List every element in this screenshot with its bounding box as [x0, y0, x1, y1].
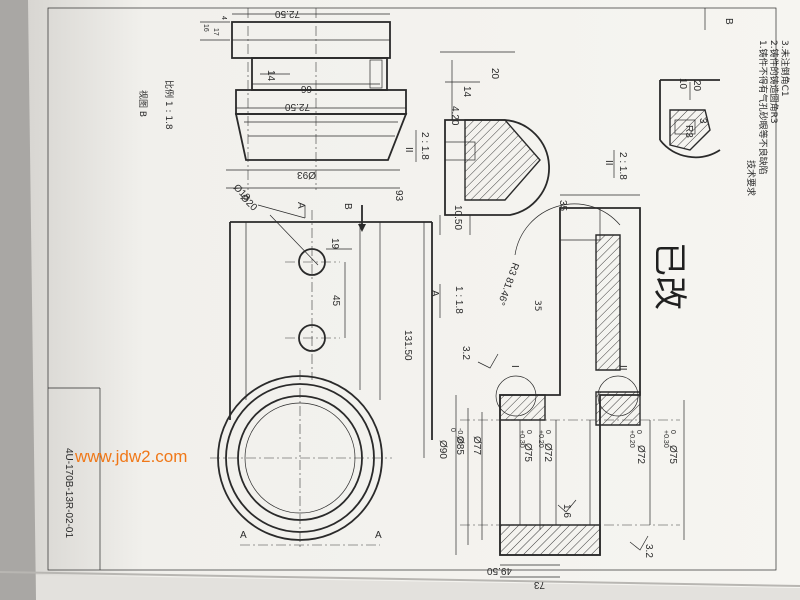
- svg-text:Ø75: Ø75: [522, 443, 533, 462]
- svg-text:I: I: [509, 365, 520, 368]
- svg-text:Ø72: Ø72: [542, 443, 553, 462]
- section-mid-scale: 2 : 1.8: [617, 152, 628, 180]
- svg-text:0: 0: [669, 430, 676, 434]
- svg-text:3: 3: [697, 118, 708, 124]
- svg-text:0: 0: [544, 430, 551, 434]
- svg-text:10: 10: [677, 78, 688, 90]
- section-a-label: A: [429, 290, 440, 297]
- svg-text:20: 20: [489, 68, 500, 80]
- svg-text:93: 93: [393, 190, 404, 202]
- svg-text:49.50: 49.50: [487, 565, 512, 576]
- svg-text:72.50: 72.50: [275, 8, 300, 19]
- paper-sheet: [28, 0, 800, 600]
- tech-requirements: 技术要求 1.铸件不得有气孔砂眼等不良缺陷 2.铸件的铸造圆角R3 3.未注倒角…: [745, 40, 791, 196]
- svg-text:R3: R3: [683, 125, 694, 138]
- svg-text:Ø72: Ø72: [635, 445, 646, 464]
- svg-text:4.20: 4.20: [449, 106, 460, 126]
- svg-text:20: 20: [691, 80, 702, 92]
- detail-ii-top: 20 14 4.20 10.50: [439, 51, 550, 235]
- svg-text:-0.03: -0.03: [456, 428, 463, 444]
- tech-item-3: 3.未注倒角C1: [779, 40, 791, 97]
- svg-text:Ø93: Ø93: [297, 169, 316, 180]
- drawing-number: 4U-170B-13R-02-01: [63, 448, 74, 538]
- svg-text:Ø90: Ø90: [437, 440, 448, 459]
- svg-text:3.2: 3.2: [643, 544, 654, 558]
- svg-text:II: II: [617, 365, 628, 371]
- tech-heading: 技术要求: [745, 160, 757, 196]
- svg-text:14: 14: [265, 70, 276, 82]
- view-b-scale: 比例 1 : 1.8: [163, 80, 175, 130]
- svg-text:72.50: 72.50: [285, 101, 310, 112]
- tech-item-1: 1.铸件不得有气孔砂眼等不良缺陷: [757, 40, 769, 175]
- svg-text:+0.20: +0.20: [537, 430, 544, 448]
- corner-label: B: [723, 18, 734, 25]
- svg-text:17: 17: [212, 28, 219, 36]
- svg-text:45: 45: [330, 295, 341, 307]
- svg-text:0: 0: [449, 428, 456, 432]
- svg-text:Ø85: Ø85: [454, 436, 465, 455]
- svg-text:0: 0: [635, 430, 642, 434]
- svg-text:14: 14: [461, 86, 472, 98]
- svg-text:+0.30: +0.30: [662, 430, 669, 448]
- section-top-label: II: [403, 147, 414, 153]
- detail-ii-right: 10 20 3 R3 II 2 : 1.8: [603, 78, 721, 180]
- section-top-scale: 2 : 1.8: [419, 132, 430, 160]
- svg-text:Ø75: Ø75: [667, 445, 678, 464]
- svg-text:3.2: 3.2: [460, 346, 471, 360]
- svg-text:73: 73: [533, 579, 545, 590]
- svg-text:4: 4: [220, 16, 227, 20]
- svg-text:131.50: 131.50: [402, 330, 413, 361]
- arrow-b-label: B: [342, 203, 353, 210]
- svg-text:+0.30: +0.30: [518, 430, 525, 448]
- svg-text:35: 35: [532, 300, 542, 311]
- drawing-border: [47, 7, 777, 571]
- section-mid-label: II: [603, 160, 614, 166]
- svg-text:19: 19: [329, 238, 340, 250]
- handwritten-note: 已改: [649, 242, 689, 310]
- tech-item-2: 2.铸件的铸造圆角R3: [768, 40, 780, 124]
- svg-text:16: 16: [202, 24, 209, 32]
- watermark: www.jdw2.com: [74, 447, 187, 466]
- section-a-scale: 1 : 1.8: [453, 286, 464, 314]
- svg-text:10.50: 10.50: [452, 205, 463, 230]
- section-a: 35 35 R3 81.46° A 1 : 1.8 3.2 I II Ø90 0…: [429, 194, 685, 590]
- svg-text:Ø77: Ø77: [471, 436, 482, 455]
- view-b: 72.50 16 17 4 14 66 72.50 Ø93 93 视图 B 比例…: [137, 8, 408, 202]
- svg-text:35: 35: [557, 200, 568, 212]
- arrow-a-label: A: [295, 202, 306, 209]
- svg-text:+0.20: +0.20: [628, 430, 635, 448]
- svg-text:1.6: 1.6: [561, 504, 572, 518]
- svg-text:66: 66: [300, 83, 312, 94]
- view-b-title: 视图 B: [137, 90, 149, 117]
- section-mark-a1: A: [240, 530, 247, 541]
- section-mark-a2: A: [375, 530, 382, 541]
- diameter-dims: Ø90 0 -0.03 Ø85 Ø77 Ø75 +0.30 0 Ø72 +0.2…: [437, 395, 685, 555]
- svg-text:0: 0: [525, 430, 532, 434]
